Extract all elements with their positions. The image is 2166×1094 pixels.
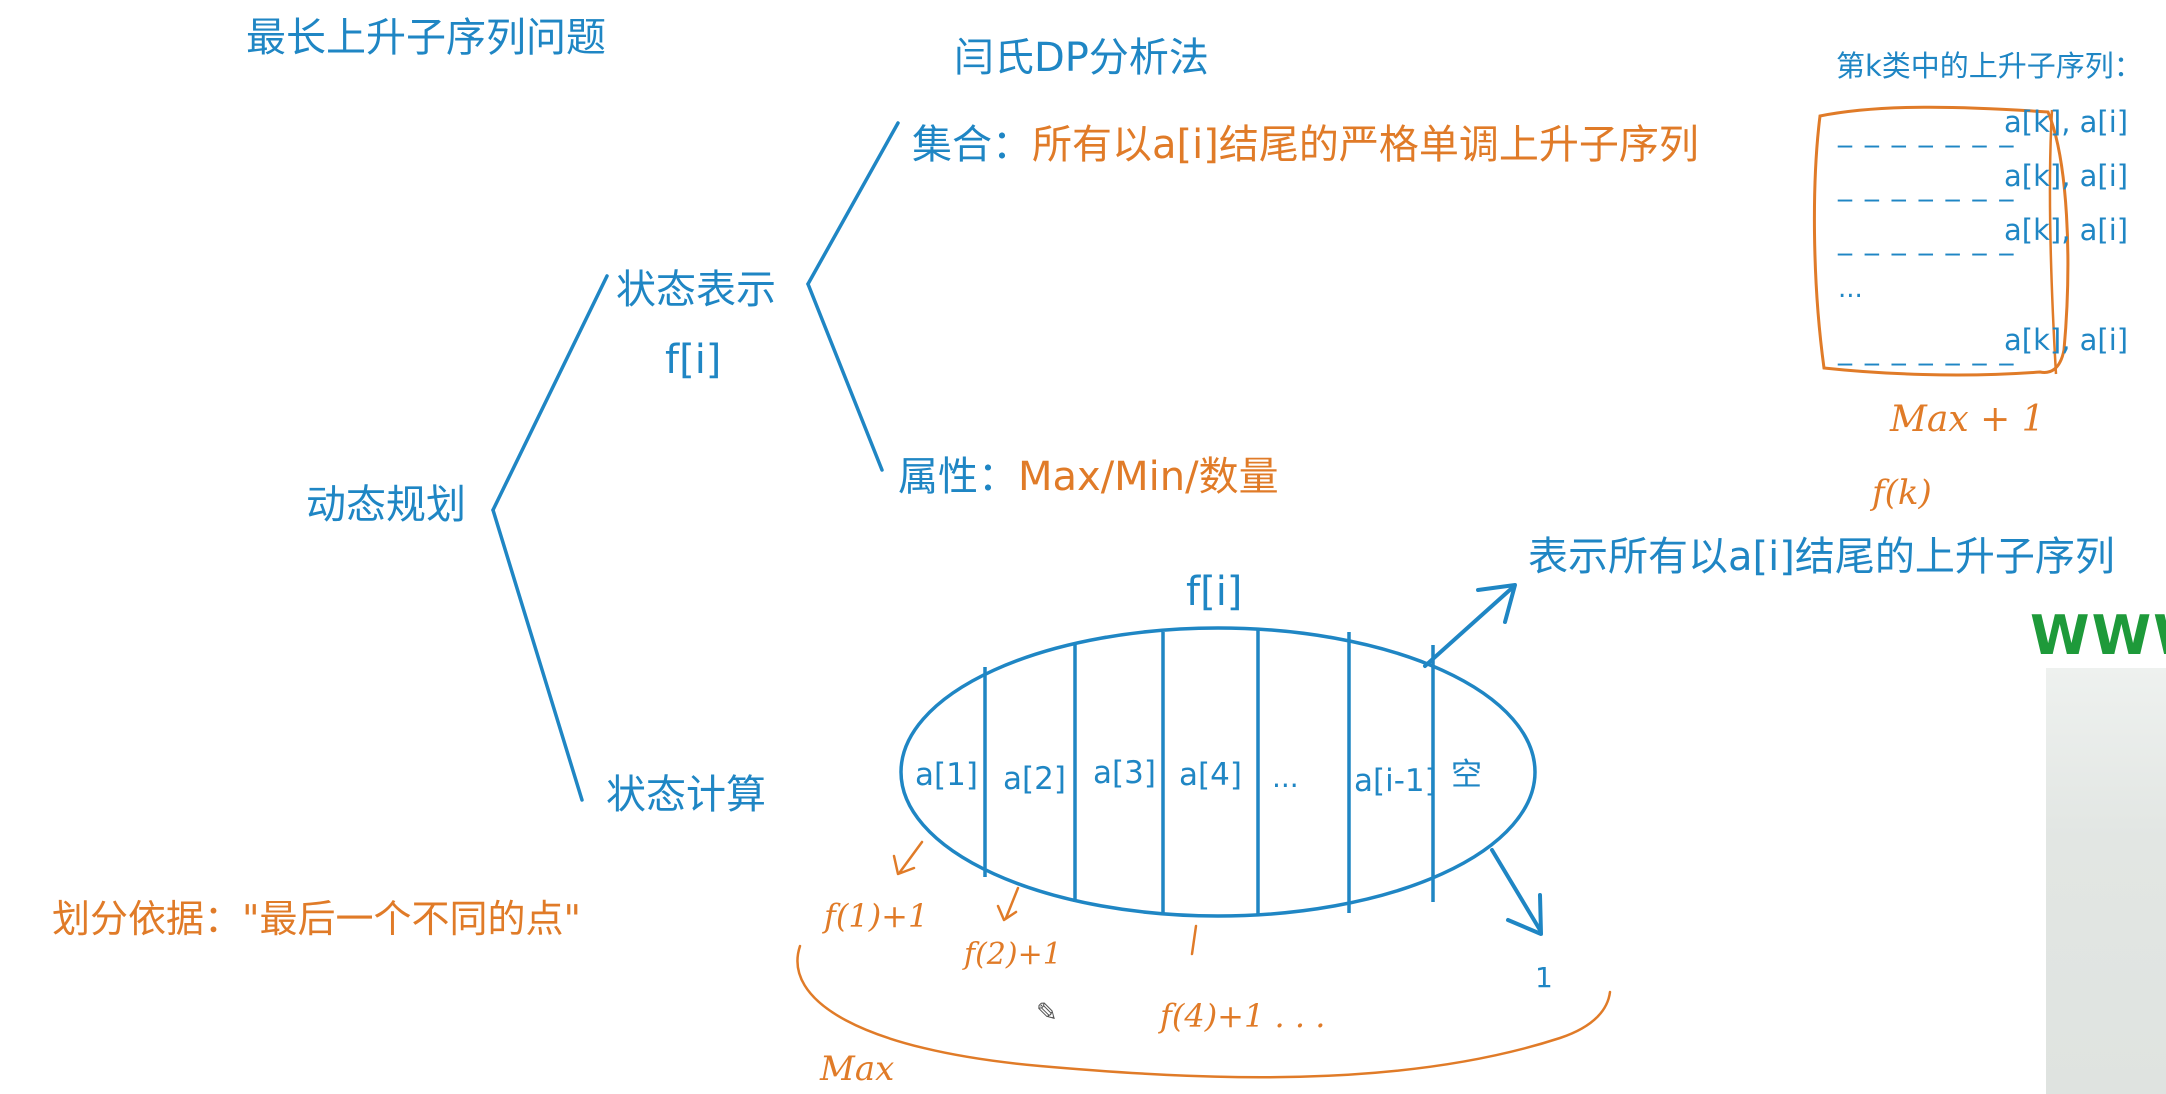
hand-max: Max xyxy=(820,1049,895,1089)
kth-row: _ _ _ _ _ _ _ xyxy=(1838,172,2015,200)
attr-item-prefix: 属性： xyxy=(898,454,1018,500)
kth-row-dash: _ _ _ _ _ _ _ xyxy=(1838,223,2016,256)
hand-arrow-a2 xyxy=(1004,886,1020,920)
arrow-to-empty-case xyxy=(1490,848,1542,932)
kth-row-dash: _ _ _ _ _ _ _ xyxy=(1838,115,2016,148)
branch-root-to-state-repr xyxy=(491,274,609,512)
state-calc-label: 状态计算 xyxy=(606,772,766,818)
hand-f4-plus-one: f(4)+1 . . . xyxy=(1160,997,1326,1035)
ellipse-label: f[i] xyxy=(1186,569,1243,615)
kth-class-divider xyxy=(2048,109,2058,375)
arrow-head xyxy=(1506,893,1543,936)
cell-ellipsis: ... xyxy=(1272,761,1299,794)
set-ellipse xyxy=(899,626,1537,918)
state-repr-label: 状态表示 xyxy=(616,267,776,313)
attr-item-text: Max/Min/数量 xyxy=(1018,454,1279,500)
arrow-head xyxy=(1476,583,1517,624)
cell-a4: a[4] xyxy=(1179,757,1242,793)
cell-ai-1: a[i-1] xyxy=(1354,763,1437,799)
empty-case-value: 1 xyxy=(1535,961,1553,994)
attr-item: 属性：Max/Min/数量 xyxy=(898,457,1279,497)
kth-row-ellipsis: ... xyxy=(1838,274,1863,304)
method-title: 闫氏DP分析法 xyxy=(954,35,1209,81)
branch-root-to-state-calc xyxy=(491,508,584,802)
cell-a1: a[1] xyxy=(915,757,978,793)
kth-row-tail: a[k], a[i] xyxy=(2004,323,2129,357)
state-repr-symbol: f[i] xyxy=(665,337,722,383)
hand-f2-plus-one: f(2)+1 xyxy=(964,937,1062,972)
cell-a2: a[2] xyxy=(1003,761,1066,797)
branch-repr-to-set xyxy=(806,121,900,286)
hand-brace xyxy=(796,944,1612,1079)
kth-row-tail: a[k], a[i] xyxy=(2004,159,2129,193)
hand-max-plus-one: Max + 1 xyxy=(1890,399,2045,440)
pencil-cursor-icon: ✎ xyxy=(1036,998,1058,1028)
hand-arrow-head xyxy=(892,854,916,876)
root-label: 动态规划 xyxy=(306,482,466,528)
kth-class-title: 第k类中的上升子序列： xyxy=(1836,49,2143,83)
hand-tick-a4 xyxy=(1190,924,1198,956)
kth-row: _ _ _ _ _ _ _ xyxy=(1838,336,2015,364)
kth-row-tail: a[k], a[i] xyxy=(2004,105,2129,139)
kth-row-dash: _ _ _ _ _ _ _ xyxy=(1838,169,2016,202)
set-item-text: 所有以a[i]结尾的严格单调上升子序列 xyxy=(1032,122,1699,168)
kth-row: _ _ _ _ _ _ _ xyxy=(1838,118,2015,146)
watermark-text: WWW xyxy=(2030,604,2166,667)
hand-arrow-head xyxy=(996,904,1018,922)
set-item: 集合：所有以a[i]结尾的严格单调上升子序列 xyxy=(912,125,1699,165)
hand-arrow-a1 xyxy=(898,840,924,874)
hand-fk: f(k) xyxy=(1872,473,1932,513)
webcam-overlay xyxy=(2046,668,2166,1094)
arrow-to-description xyxy=(1423,586,1514,668)
cell-empty: 空 xyxy=(1451,757,1482,793)
ellipse-arrow-label: 表示所有以a[i]结尾的上升子序列 xyxy=(1528,534,2115,580)
kth-row-dash: _ _ _ _ _ _ _ xyxy=(1838,333,2016,366)
kth-row: _ _ _ _ _ _ _ xyxy=(1838,226,2015,254)
hand-f1-plus-one: f(1)+1 xyxy=(824,897,929,935)
set-item-prefix: 集合： xyxy=(912,122,1032,168)
page-title: 最长上升子序列问题 xyxy=(246,15,606,61)
branch-repr-to-attr xyxy=(806,282,884,472)
cell-a3: a[3] xyxy=(1093,755,1156,791)
kth-row-tail: a[k], a[i] xyxy=(2004,213,2129,247)
division-basis: 划分依据："最后一个不同的点" xyxy=(52,897,581,941)
